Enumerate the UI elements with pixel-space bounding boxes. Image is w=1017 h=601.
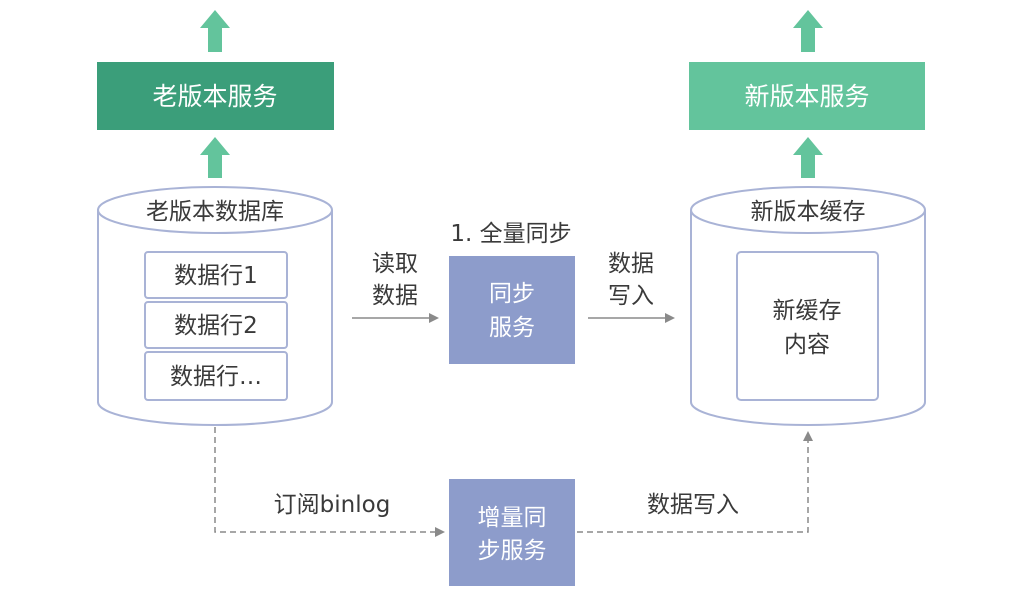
db-row: 数据行… (144, 351, 288, 401)
new-cache-title: 新版本缓存 (751, 199, 866, 225)
db-row: 数据行2 (144, 301, 288, 349)
new-service-label: 新版本服务 (744, 82, 869, 111)
full-sync-box-line2: 服务 (489, 315, 535, 341)
new-cache-to-service-arrow-icon (793, 137, 823, 178)
incremental-sync-service-box: 增量同 步服务 (449, 479, 575, 586)
db-row: 数据行1 (144, 251, 288, 299)
new-cache-content-box: 新缓存 内容 (736, 251, 879, 401)
subscribe-binlog-connector (214, 427, 445, 537)
new-cache-content-line2: 内容 (784, 332, 830, 358)
old-db-to-service-arrow-icon (200, 137, 230, 178)
old-db-cylinder: 老版本数据库 数据行1 数据行2 数据行… (97, 186, 333, 426)
write-data-label-line2: 写入 (608, 283, 654, 309)
db-row-label: 数据行… (170, 364, 262, 390)
full-sync-service-box: 同步 服务 (449, 256, 575, 364)
full-sync-box-line1: 同步 (489, 281, 535, 307)
new-cache-content-line1: 新缓存 (773, 298, 842, 324)
incremental-write-connector (577, 431, 813, 533)
new-service-output-arrow-icon (793, 10, 823, 52)
old-service-output-arrow-icon (200, 10, 230, 52)
incremental-sync-box-line1: 增量同 (478, 505, 547, 531)
incremental-sync-box-line2: 步服务 (478, 538, 547, 564)
old-service-box: 老版本服务 (97, 62, 334, 130)
subscribe-binlog-label: 订阅binlog (274, 492, 391, 518)
incremental-write-label: 数据写入 (647, 492, 739, 518)
old-db-title: 老版本数据库 (146, 199, 284, 225)
write-data-label-line1: 数据 (608, 251, 654, 277)
read-data-label-line1: 读取 (372, 251, 418, 277)
read-data-label-line2: 数据 (372, 283, 418, 309)
old-service-label: 老版本服务 (152, 82, 277, 111)
new-service-box: 新版本服务 (689, 62, 925, 130)
full-sync-caption: 1. 全量同步 (450, 221, 571, 247)
db-row-label: 数据行1 (174, 263, 258, 289)
new-cache-cylinder: 新版本缓存 新缓存 内容 (690, 186, 926, 426)
db-row-label: 数据行2 (174, 313, 258, 339)
